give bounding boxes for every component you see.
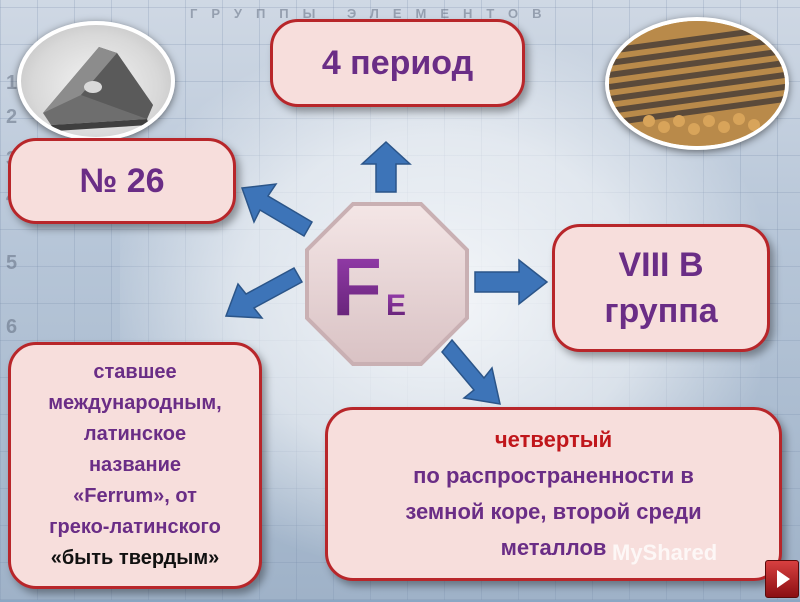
latin-line: греко-латинского (49, 516, 221, 538)
element-symbol-octagon: F E (305, 202, 469, 366)
abundance-line: земной коре, второй среди (405, 499, 702, 524)
rebar-photo (605, 17, 789, 150)
abundance-line: по распространенности в (413, 463, 694, 488)
latin-line: ставшее (93, 361, 177, 383)
group-card: VIII В группа (552, 224, 770, 352)
latin-name-card: ставшее международным, латинское названи… (8, 342, 262, 589)
latin-line: название (88, 454, 182, 476)
iron-ore-image (43, 47, 153, 131)
background-row-number: 2 (6, 106, 18, 128)
watermark: MyShared (612, 540, 718, 565)
atomic-number-label: № 26 (79, 161, 165, 200)
background-row-number: 5 (6, 252, 18, 274)
element-symbol-small: E (386, 289, 406, 322)
latin-line: «Ferrum», от (73, 485, 197, 507)
arrow-right-icon (474, 258, 549, 306)
latin-meaning: «быть твердым» (50, 547, 220, 569)
element-symbol-main: F (332, 242, 382, 333)
group-word: группа (604, 292, 718, 330)
latin-line: международным, (48, 392, 222, 414)
iron-ore-photo (17, 21, 175, 141)
arrow-downleft-icon (224, 266, 304, 319)
abundance-card: четвертый по распространенности в земной… (325, 407, 782, 581)
period-card: 4 период (270, 19, 525, 107)
group-number: VIII В (618, 246, 704, 284)
abundance-rank: четвертый (494, 427, 613, 452)
latin-line: латинское (83, 423, 187, 445)
rebar-image (609, 21, 785, 146)
background-row-number: 1 (6, 72, 18, 94)
arrow-up-icon (360, 140, 412, 193)
arrow-downright-icon (441, 338, 501, 405)
arrow-upleft-icon (240, 183, 314, 238)
next-slide-button[interactable] (765, 560, 799, 598)
atomic-number-card: № 26 (8, 138, 236, 224)
abundance-line: металлов (500, 535, 607, 560)
background-row-number: 6 (6, 316, 18, 338)
period-label: 4 период (321, 43, 474, 82)
play-icon (777, 570, 790, 588)
background-table-header: ГРУППЫ ЭЛЕМЕНТОВ (190, 6, 556, 21)
